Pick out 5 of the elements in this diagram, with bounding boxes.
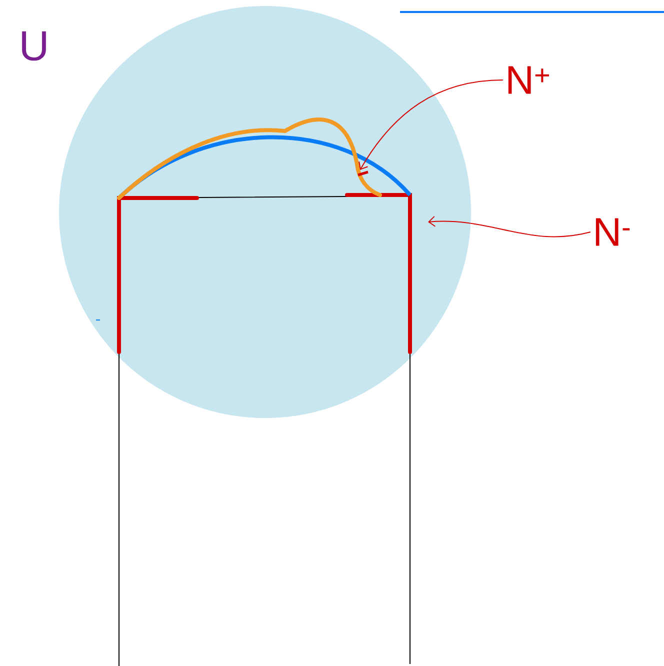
set-label: U xyxy=(22,31,46,61)
point-label: N$^{-}$ xyxy=(596,218,630,246)
leader-line xyxy=(358,80,504,170)
leader-line xyxy=(428,216,591,238)
point-label: N$^{+}$ xyxy=(508,66,549,94)
